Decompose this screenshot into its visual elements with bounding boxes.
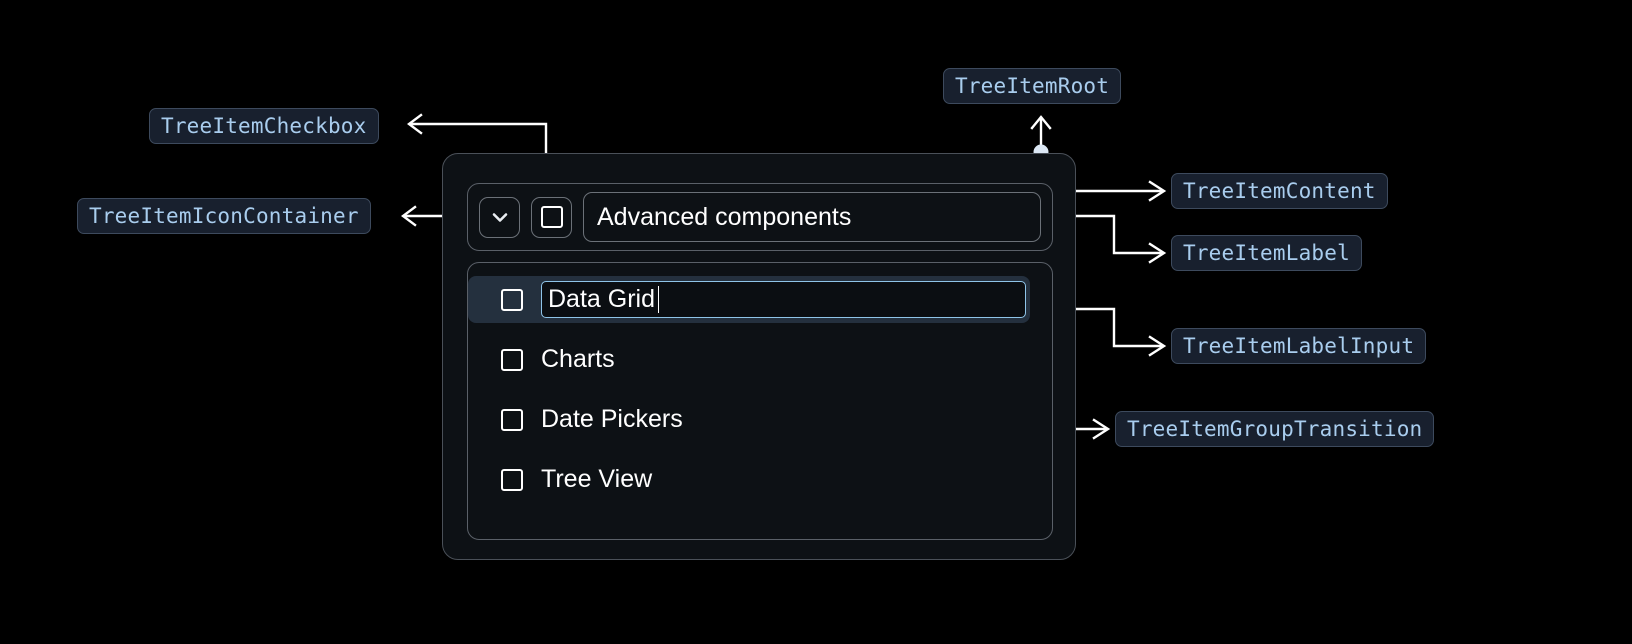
- annotation-tree-item-icon-container: TreeItemIconContainer: [77, 198, 371, 234]
- annotation-tree-item-checkbox: TreeItemCheckbox: [149, 108, 379, 144]
- arrowhead-tree-item-group-transition: [1092, 418, 1111, 440]
- tree-row-data-grid[interactable]: Data Grid: [468, 276, 1030, 323]
- tree-item-label-input[interactable]: Data Grid: [541, 281, 1026, 318]
- tree-row-checkbox[interactable]: [501, 288, 523, 311]
- tree-item-label-text: Advanced components: [597, 202, 852, 231]
- tree-item-label[interactable]: Advanced components: [583, 192, 1041, 242]
- tree-row-checkbox[interactable]: [501, 408, 523, 431]
- tree-item-root[interactable]: Advanced components Data Grid Charts Dat…: [442, 153, 1076, 560]
- annotation-tree-item-label-input: TreeItemLabelInput: [1171, 328, 1427, 364]
- arrowhead-tree-item-root: [1030, 115, 1052, 130]
- arrowhead-tree-item-content: [1148, 180, 1167, 202]
- arrowhead-tree-item-checkbox: [407, 113, 423, 135]
- tree-item-checkbox[interactable]: [531, 196, 572, 238]
- tree-row-charts[interactable]: Charts: [468, 336, 1052, 383]
- tree-row-label: Charts: [541, 345, 615, 373]
- annotation-tree-item-root: TreeItemRoot: [943, 68, 1122, 104]
- chevron-down-icon: [492, 213, 507, 222]
- arrowhead-tree-item-label: [1148, 242, 1167, 264]
- tree-row-checkbox[interactable]: [501, 468, 523, 491]
- tree-row-label: Date Pickers: [541, 405, 683, 433]
- checkbox-unchecked-icon: [540, 206, 563, 228]
- tree-row-label: Tree View: [541, 465, 653, 493]
- tree-item-icon-container[interactable]: [479, 196, 520, 238]
- tree-row-tree-view[interactable]: Tree View: [468, 456, 1052, 503]
- arrowhead-tree-item-icon-container: [401, 205, 417, 227]
- tree-item-group-transition: Data Grid Charts Date Pickers Tree View: [467, 262, 1053, 540]
- tree-item-label-input-value: Data Grid: [548, 285, 655, 313]
- tree-item-content[interactable]: Advanced components: [467, 183, 1053, 251]
- annotation-tree-item-content: TreeItemContent: [1171, 173, 1388, 209]
- arrowhead-tree-item-label-input: [1148, 335, 1167, 357]
- annotation-tree-item-label: TreeItemLabel: [1171, 235, 1362, 271]
- text-caret: [657, 286, 660, 313]
- tree-row-date-pickers[interactable]: Date Pickers: [468, 396, 1052, 443]
- tree-row-checkbox[interactable]: [501, 348, 523, 371]
- annotation-tree-item-group-transition: TreeItemGroupTransition: [1115, 411, 1435, 447]
